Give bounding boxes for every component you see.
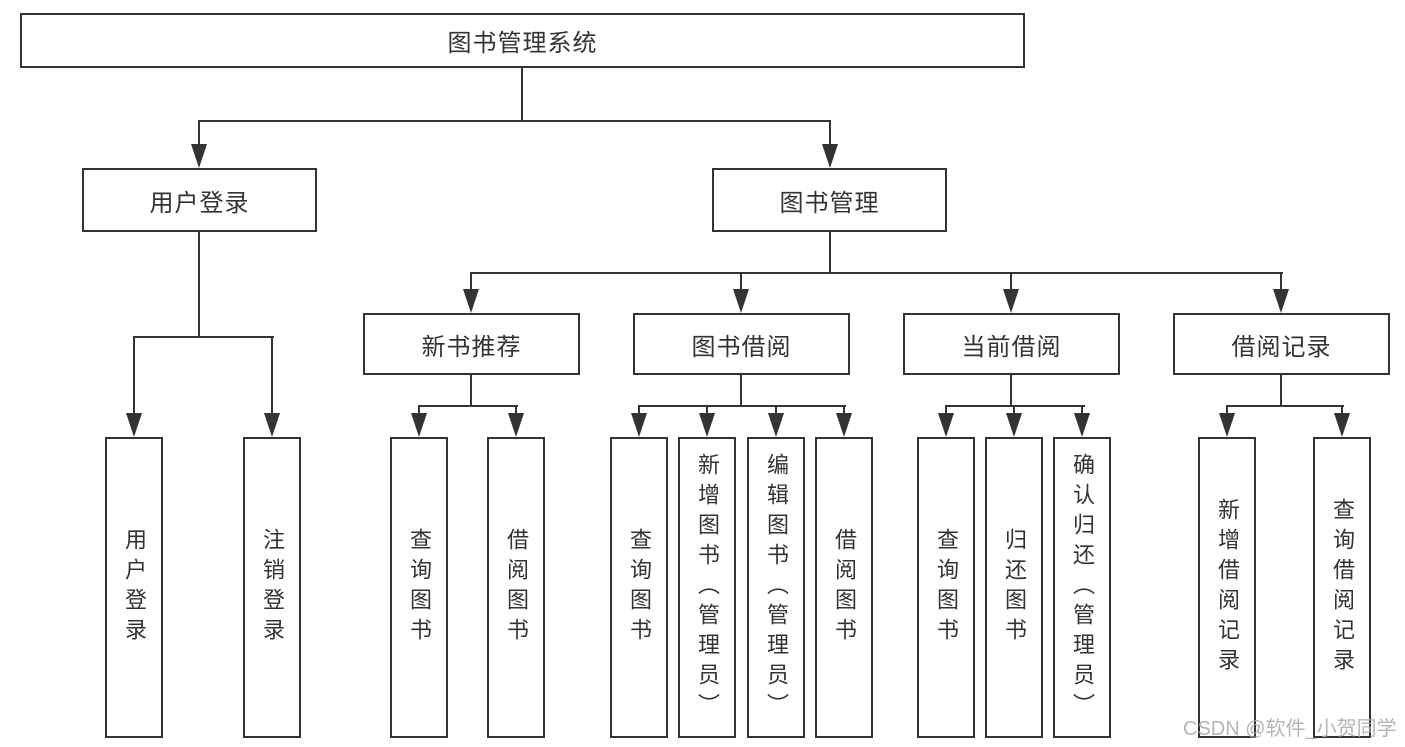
connector-line: [1013, 405, 1015, 415]
arrow-down-icon: [1273, 289, 1289, 313]
leaf-confirm-return-admin: 确认归还（管理员）: [1053, 437, 1111, 738]
connector-line: [829, 232, 831, 272]
connector-line: [470, 375, 472, 405]
arrow-down-icon: [733, 289, 749, 313]
node-user-login: 用户登录: [82, 168, 317, 232]
leaf-edit-books-admin: 编辑图书（管理员）: [747, 437, 805, 738]
arrow-down-icon: [699, 413, 715, 437]
arrow-down-icon: [264, 413, 280, 437]
connector-line: [945, 405, 1085, 407]
arrow-down-icon: [1006, 413, 1022, 437]
connector-line: [198, 120, 200, 146]
arrow-down-icon: [463, 289, 479, 313]
connector-line: [133, 336, 274, 338]
connector-line: [470, 272, 472, 291]
connector-line: [1010, 375, 1012, 405]
connector-line: [775, 405, 777, 415]
arrow-down-icon: [1074, 413, 1090, 437]
leaf-return-books: 归还图书: [985, 437, 1043, 738]
leaf-add-books-admin: 新增图书（管理员）: [678, 437, 736, 738]
connector-line: [418, 405, 420, 415]
arrow-down-icon: [768, 413, 784, 437]
leaf-query-borrow-record: 查询借阅记录: [1313, 437, 1371, 738]
arrow-down-icon: [411, 413, 427, 437]
arrow-down-icon: [191, 144, 207, 168]
connector-line: [638, 405, 640, 415]
leaf-borrow-books-borrowing: 借阅图书: [815, 437, 873, 738]
connector-line: [515, 405, 517, 415]
connector-line: [198, 232, 200, 336]
node-library-management-system: 图书管理系统: [20, 13, 1025, 68]
connector-line: [706, 405, 708, 415]
connector-line: [521, 68, 523, 120]
arrow-down-icon: [938, 413, 954, 437]
arrow-down-icon: [1334, 413, 1350, 437]
connector-line: [418, 405, 518, 407]
csdn-watermark: CSDN @软件_小贺同学: [1183, 718, 1397, 740]
arrow-down-icon: [822, 144, 838, 168]
arrow-down-icon: [631, 413, 647, 437]
node-book-borrowing: 图书借阅: [633, 313, 850, 375]
node-current-borrowing: 当前借阅: [903, 313, 1120, 375]
connector-line: [843, 405, 845, 415]
connector-line: [470, 272, 1283, 274]
leaf-borrow-books-newbooks: 借阅图书: [487, 437, 545, 738]
connector-line: [1280, 272, 1282, 291]
connector-line: [740, 272, 742, 291]
connector-line: [271, 336, 273, 415]
connector-line: [945, 405, 947, 415]
connector-line: [740, 375, 742, 405]
node-borrowing-records: 借阅记录: [1173, 313, 1390, 375]
leaf-query-books-borrowing: 查询图书: [610, 437, 668, 738]
arrow-down-icon: [1003, 289, 1019, 313]
leaf-add-borrow-record: 新增借阅记录: [1198, 437, 1256, 738]
connector-line: [1341, 405, 1343, 415]
arrow-down-icon: [836, 413, 852, 437]
arrow-down-icon: [508, 413, 524, 437]
connector-line: [1280, 375, 1282, 405]
leaf-query-books-newbooks: 查询图书: [390, 437, 448, 738]
leaf-user-login: 用户登录: [105, 437, 163, 738]
connector-line: [829, 120, 831, 146]
node-new-book-recommendation: 新书推荐: [363, 313, 580, 375]
connector-line: [638, 405, 846, 407]
connector-line: [1226, 405, 1228, 415]
arrow-down-icon: [126, 413, 142, 437]
arrow-down-icon: [1219, 413, 1235, 437]
leaf-query-books-current: 查询图书: [917, 437, 975, 738]
connector-line: [1010, 272, 1012, 291]
connector-line: [133, 336, 135, 415]
connector-line: [1226, 405, 1344, 407]
connector-line: [1081, 405, 1083, 415]
leaf-logout: 注销登录: [243, 437, 301, 738]
node-book-management: 图书管理: [712, 168, 947, 232]
connector-line: [198, 120, 831, 122]
